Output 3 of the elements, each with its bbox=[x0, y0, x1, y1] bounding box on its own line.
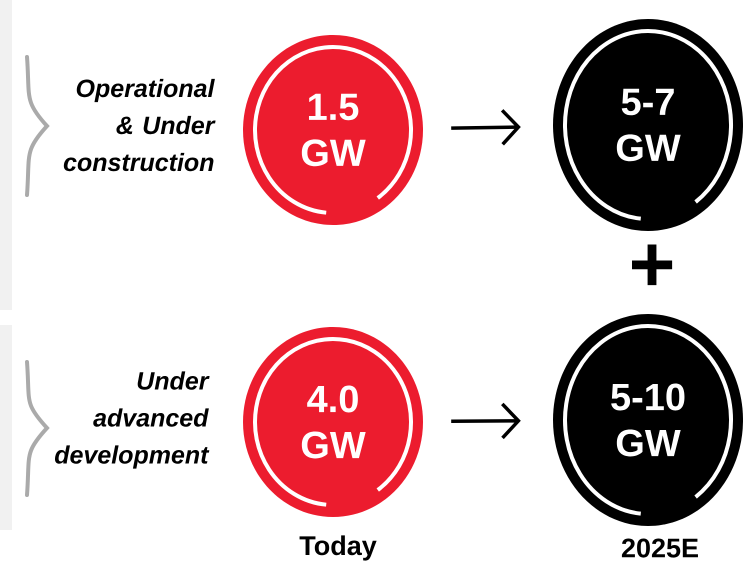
row-label: Operational & Under construction bbox=[64, 78, 216, 172]
row-label: Under advanced development bbox=[54, 371, 210, 469]
plus-sign: + bbox=[632, 244, 672, 286]
